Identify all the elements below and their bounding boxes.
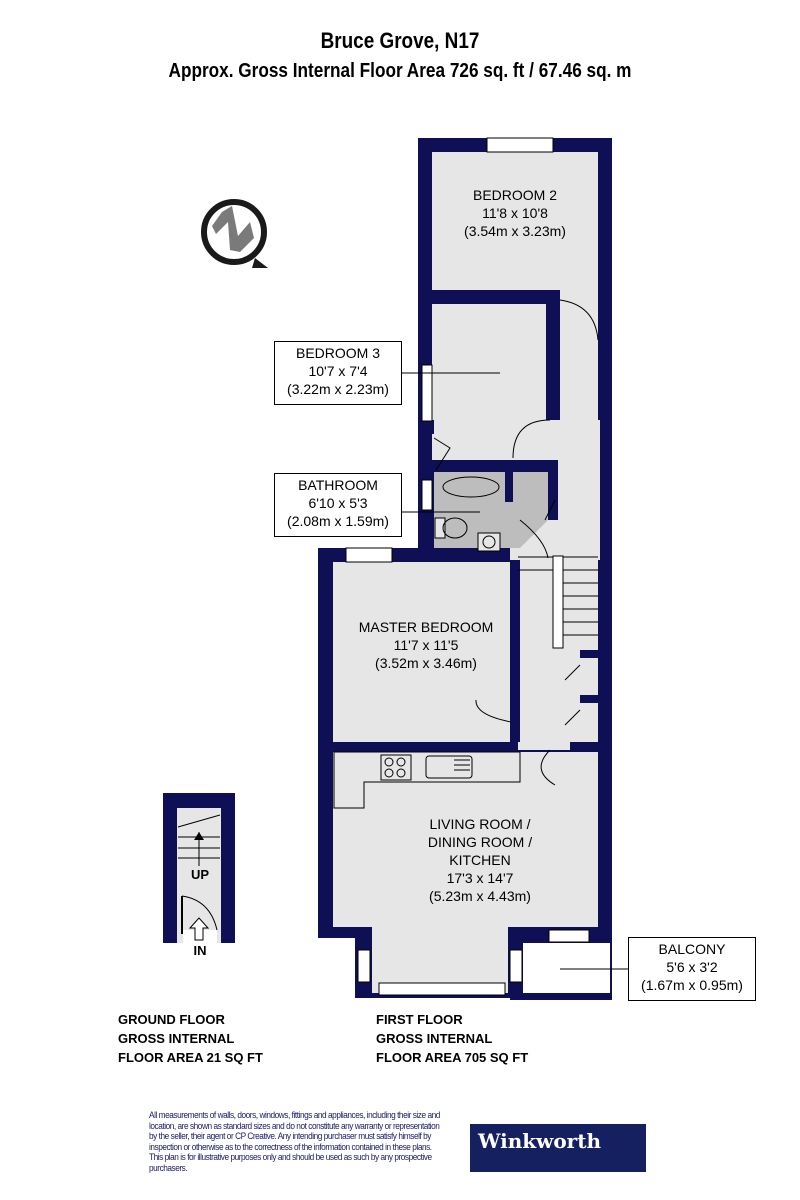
room-name-line: DINING ROOM /	[427, 834, 533, 850]
door-swings	[433, 299, 599, 786]
bathroom-fixtures	[434, 476, 501, 552]
room-name: BEDROOM 3	[295, 345, 380, 361]
room-dimensions-imperial: 11'7 x 11'5	[393, 637, 459, 653]
first-floor-area-info: FIRST FLOOR GROSS INTERNAL FLOOR AREA 70…	[376, 1010, 528, 1067]
room-dimensions-imperial: 17'3 x 14'7	[446, 870, 514, 886]
label-leaders	[400, 372, 628, 970]
room-name: BEDROOM 2	[472, 187, 557, 203]
winkworth-logo: Winkworth	[470, 1124, 646, 1172]
room-dimensions-metric: (3.54m x 3.23m)	[464, 223, 566, 239]
room-dimensions-imperial: 11'8 x 10'8	[482, 205, 548, 221]
room-label-bedroom-2: BEDROOM 2 11'8 x 10'8 (3.54m x 3.23m)	[440, 186, 590, 240]
windows	[345, 137, 590, 996]
room-dimensions-metric: (3.52m x 3.46m)	[375, 655, 477, 671]
room-name-line: LIVING ROOM /	[429, 816, 531, 832]
north-compass-icon	[201, 199, 268, 268]
room-dimensions-metric: (5.23m x 4.43m)	[429, 888, 531, 904]
kitchen-worktop	[333, 751, 521, 809]
ground-floor-area-info: GROUND FLOOR GROSS INTERNAL FLOOR AREA 2…	[118, 1010, 263, 1067]
floor-name: FIRST FLOOR	[376, 1012, 463, 1027]
staircase	[518, 555, 598, 649]
room-dimensions-metric: (3.22m x 2.23m)	[287, 381, 389, 397]
floor-name: GROUND FLOOR	[118, 1012, 225, 1027]
room-name: BALCONY	[658, 941, 726, 957]
room-name: BATHROOM	[298, 477, 378, 493]
stairs-up-label: UP	[190, 867, 210, 882]
room-label-bedroom-3: BEDROOM 3 10'7 x 7'4 (3.22m x 2.23m)	[274, 341, 402, 405]
plan-title: Bruce Grove, N17	[320, 28, 480, 53]
room-dimensions-imperial: 6'10 x 5'3	[308, 495, 368, 511]
room-dimensions-metric: (2.08m x 1.59m)	[287, 513, 389, 529]
room-dimensions-imperial: 5'6 x 3'2	[666, 959, 718, 975]
entrance-in-label: IN	[193, 943, 207, 958]
floor-area-value: FLOOR AREA 21 SQ FT	[118, 1050, 263, 1065]
interior-walls	[318, 290, 610, 752]
floor-area-value: FLOOR AREA 705 SQ FT	[376, 1050, 529, 1065]
room-name: MASTER BEDROOM	[358, 619, 494, 635]
ground-floor-walls	[163, 793, 235, 946]
room-dimensions-metric: (1.67m x 0.95m)	[641, 977, 743, 993]
room-fills	[333, 152, 610, 993]
room-label-master-bedroom: MASTER BEDROOM 11'7 x 11'5 (3.52m x 3.46…	[336, 618, 516, 672]
room-name-line: KITCHEN	[449, 852, 511, 868]
floor-area-subtitle: Approx. Gross Internal Floor Area 726 sq…	[168, 60, 632, 82]
room-dimensions-imperial: 10'7 x 7'4	[308, 363, 368, 379]
floor-area-label: GROSS INTERNAL	[376, 1031, 493, 1046]
floor-area-label: GROSS INTERNAL	[118, 1031, 235, 1046]
brand-name: Winkworth	[478, 1129, 601, 1153]
room-label-bathroom: BATHROOM 6'10 x 5'3 (2.08m x 1.59m)	[274, 473, 402, 537]
disclaimer-text: All measurements of walls, doors, window…	[149, 1110, 440, 1173]
room-label-living-room: LIVING ROOM / DINING ROOM / KITCHEN 17'3…	[395, 815, 565, 905]
room-label-balcony: BALCONY 5'6 x 3'2 (1.67m x 0.95m)	[628, 937, 756, 1001]
